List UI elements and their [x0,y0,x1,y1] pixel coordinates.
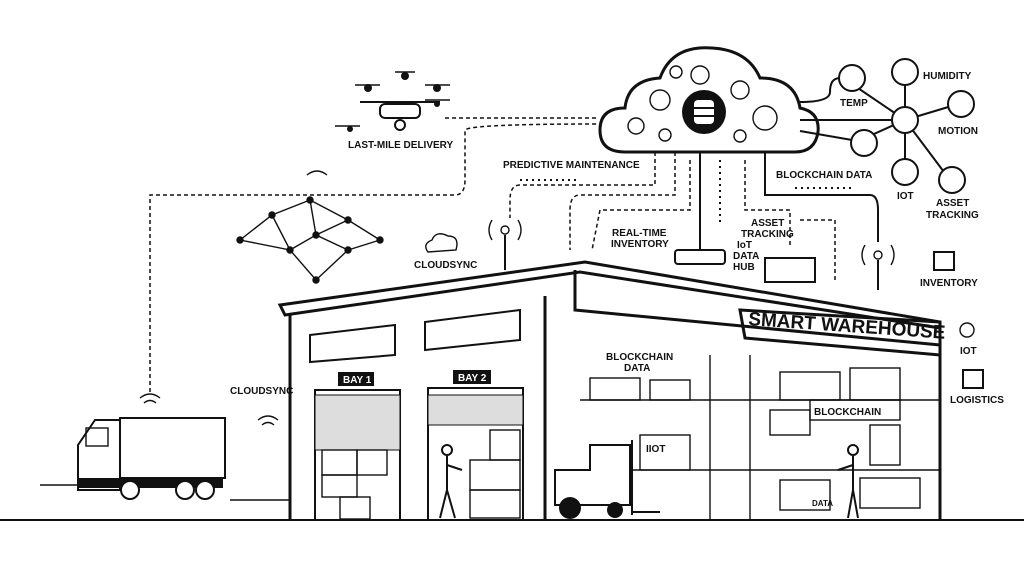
blockchain-data-label: BLOCKCHAIN DATA [776,170,872,181]
truck-icon [77,417,226,500]
cloud-icon [598,46,820,154]
logistics-box-icon [962,369,984,389]
sensor-network: TEMP HUMIDITY MOTION IOT ASSET TRACKING [799,58,979,221]
forklift-icon [554,440,660,519]
logistics-label: LOGISTICS [950,395,1004,406]
iot-sensor-label: IOT [897,191,914,202]
blockchain-data-inside-label-2: DATA [624,363,650,374]
asset-label-2: TRACKING [926,210,979,221]
drone-icons [335,71,450,132]
humidity-drop-icon [891,58,919,86]
bay-1-label: BAY 1 [343,375,372,386]
worker-figure [439,444,463,519]
real-time-label-2: INVENTORY [611,239,669,250]
inventory-box-icon [933,251,955,271]
motion-label: MOTION [938,126,978,137]
last-mile-delivery-label: LAST-MILE DELIVERY [348,140,454,151]
iot-signal-icon [959,322,975,338]
data-box-label: DATA [812,499,833,508]
inventory-label: INVENTORY [920,278,978,289]
antenna-icon [488,219,522,270]
iiot-box-label: IIOT [646,444,665,455]
blockchain-box-label: BLOCKCHAIN [814,407,881,418]
wifi-icon [139,170,328,426]
temp-label: TEMP [840,98,868,109]
warehouse-building: BAY 1 BAY 2 SMART WAREHOUSE BLOCKCHAIN D… [277,260,946,521]
router-icon [674,249,726,265]
worker-figure-right [837,444,859,519]
side-iot-label: IOT [960,346,977,357]
network-mesh-icon [236,196,384,284]
hub-label-1: IoT [737,240,752,251]
asset-tracking-label-2: TRACKING [741,229,794,240]
bay-2-label: BAY 2 [458,373,487,384]
blockchain-data-inside-label-1: BLOCKCHAIN [606,352,673,363]
humidity-label: HUMIDITY [923,71,972,82]
antenna-icon-right [861,244,895,290]
server-box-icon [764,257,816,283]
cloudsync-label-2: CLOUDSYNC [230,386,293,397]
cloudsync-label-1: CLOUDSYNC [414,260,477,271]
asset-label-1: ASSET [936,198,969,209]
asset-tracking-label-1: ASSET [751,218,784,229]
hub-label-2: DATA [733,251,759,262]
real-time-label-1: REAL-TIME [612,228,667,239]
touch-icon [850,129,878,157]
hub-label-3: HUB [733,262,755,273]
iot-device-icon [891,158,919,186]
thermometer-icon [838,64,866,92]
truck-tracking-icon [938,166,966,194]
predictive-maintenance-label: PREDICTIVE MAINTENANCE [503,160,640,171]
motion-runner-icon [947,90,975,118]
cloudsync-cloud-icon [425,233,458,253]
iot-tower-icon [891,106,919,134]
